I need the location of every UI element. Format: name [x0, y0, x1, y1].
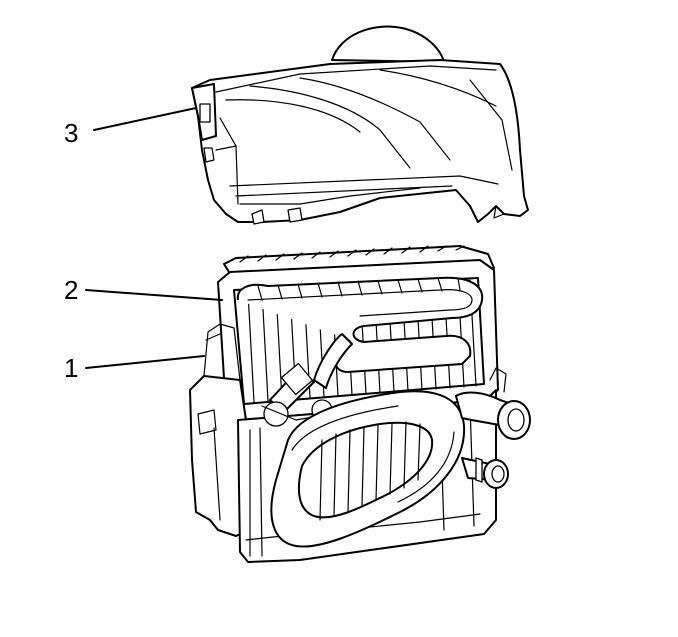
- evaporator-case-cover: [191, 25, 529, 225]
- callout-2-number: 2: [64, 275, 78, 305]
- refrigerant-pipe-upper: [455, 367, 531, 440]
- inlet-outlet-tube-loop: [270, 390, 466, 548]
- refrigerant-pipe-lower: [461, 457, 509, 489]
- evaporator-core: [217, 245, 499, 421]
- callout-1-leader: [85, 355, 205, 369]
- callout-3-leader: [93, 107, 197, 131]
- callout-1-number: 1: [64, 353, 78, 383]
- callout-3-number: 3: [64, 118, 78, 148]
- callout-2-leader: [85, 289, 223, 301]
